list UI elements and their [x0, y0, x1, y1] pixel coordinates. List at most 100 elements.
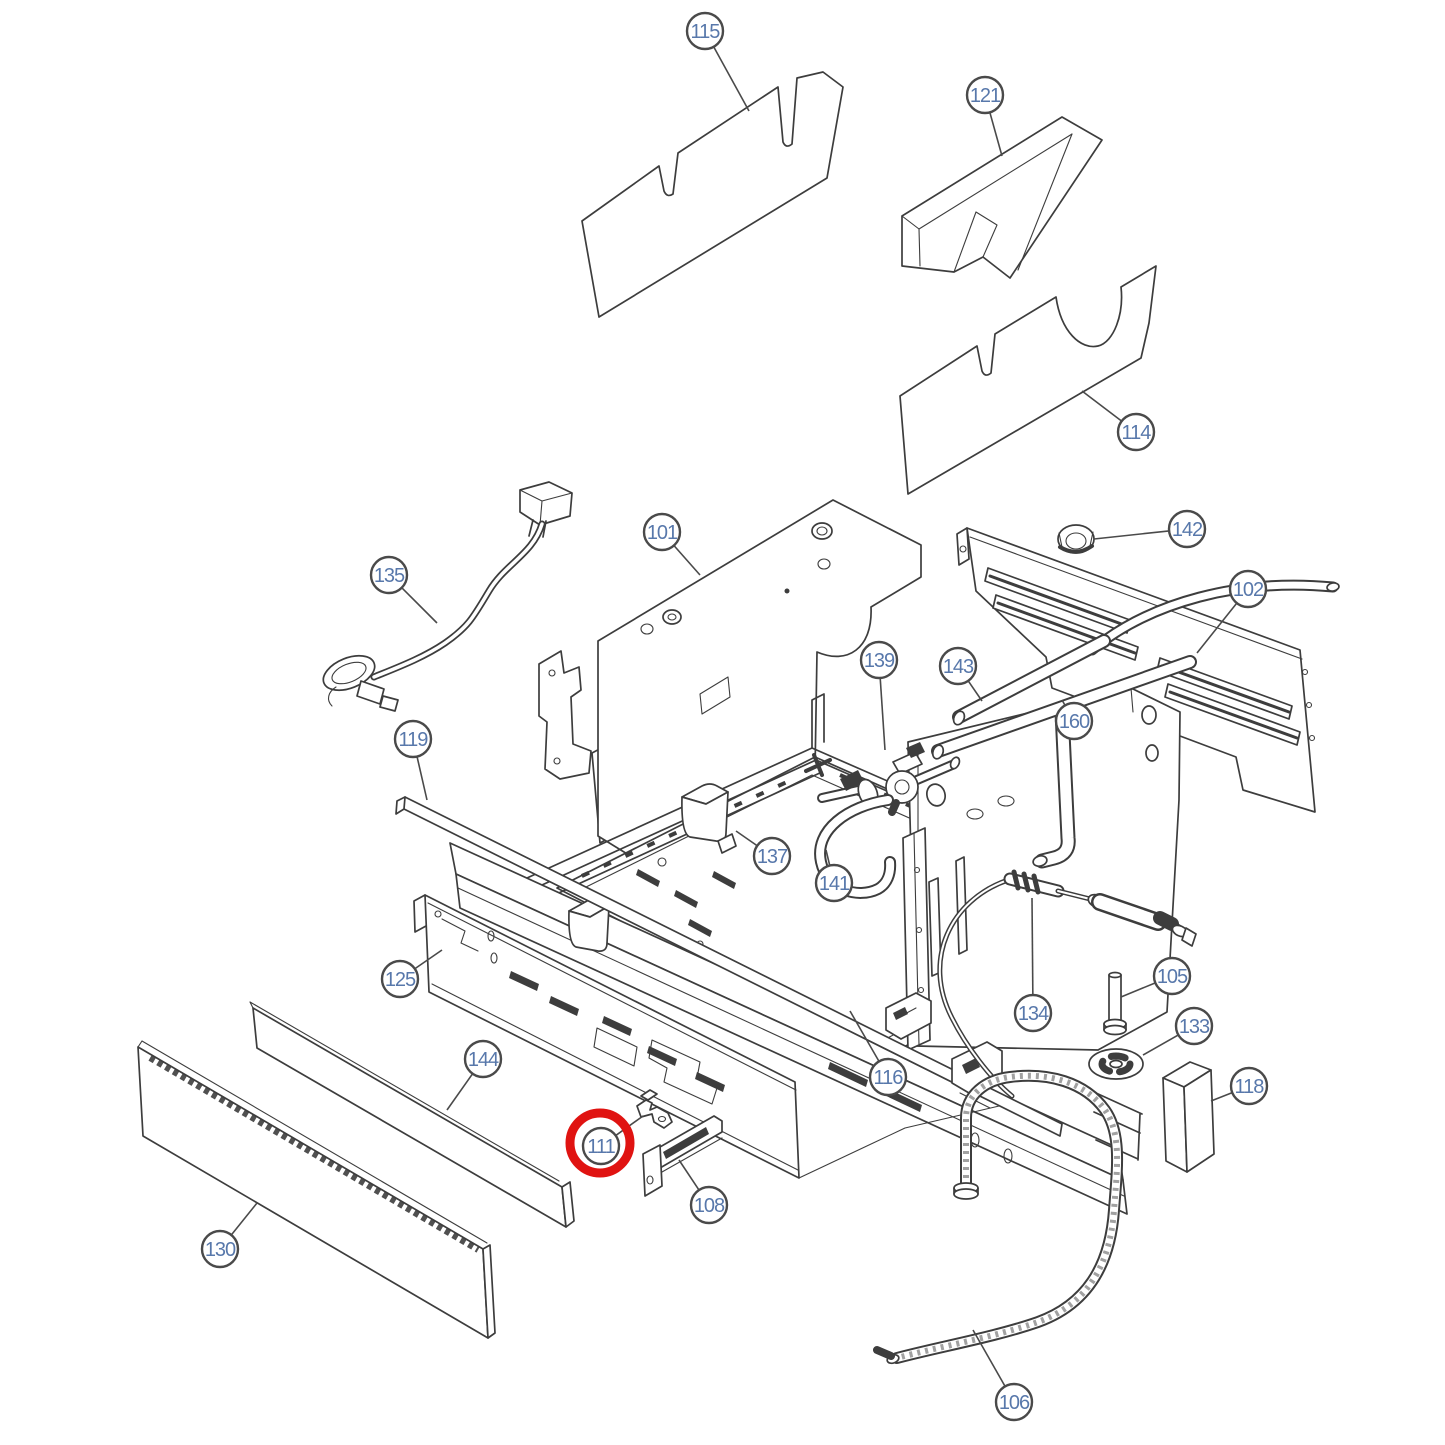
callout-number-106: 106: [999, 1392, 1030, 1414]
callout-number-144: 144: [468, 1049, 499, 1071]
callout-number-141: 141: [819, 873, 850, 895]
callout-number-160: 160: [1059, 711, 1090, 733]
callout-114: 114: [1081, 390, 1156, 452]
callout-141: 141: [814, 849, 854, 903]
callout-119: 119: [393, 719, 433, 801]
part-116-front-channel: [449, 842, 1143, 1215]
leader-line-139: [879, 677, 886, 751]
callout-circle-125: [380, 959, 420, 999]
callout-number-142: 142: [1172, 519, 1203, 541]
callout-137: 137: [735, 830, 792, 876]
leader-line-114: [1081, 390, 1123, 422]
callout-number-101: 101: [647, 522, 678, 544]
callout-circle-135: [369, 555, 409, 595]
callout-circle-119: [393, 719, 433, 759]
callout-number-114: 114: [1122, 422, 1152, 444]
callout-106: 106: [972, 1329, 1034, 1422]
callout-circle-118: [1229, 1066, 1269, 1106]
leader-line-142: [1093, 530, 1170, 540]
part-115-panel: [581, 71, 844, 318]
callout-139: 139: [859, 640, 899, 751]
leader-line-121: [989, 112, 1003, 157]
callout-circle-139: [859, 640, 899, 680]
callout-circle-134: [1013, 993, 1053, 1033]
callout-circle-144: [463, 1039, 503, 1079]
callout-number-134: 134: [1018, 1003, 1049, 1025]
part-137-box: [681, 783, 737, 854]
callout-circle-116: [868, 1057, 908, 1097]
callout-125: 125: [380, 949, 443, 999]
part-121-wedge: [901, 116, 1103, 279]
leader-line-144: [446, 1073, 474, 1111]
leader-line-135: [401, 587, 438, 624]
leader-line-134: [1031, 897, 1034, 996]
callout-circle-142: [1167, 509, 1207, 549]
callout-number-135: 135: [374, 565, 405, 587]
callout-101: 101: [642, 512, 701, 576]
leader-line-115: [712, 46, 750, 112]
part-102-panel: [956, 527, 1316, 813]
callout-circle-121: [965, 75, 1005, 115]
leader-line-102: [1196, 602, 1238, 654]
callout-circle-133: [1174, 1006, 1214, 1046]
callout-144: 144: [446, 1039, 503, 1111]
callout-number-133: 133: [1179, 1016, 1210, 1038]
right-side-wall: [902, 687, 1181, 1051]
leader-line-133: [1142, 1034, 1179, 1056]
highlight-ring-111: [565, 1108, 635, 1178]
callout-number-105: 105: [1157, 966, 1188, 988]
callout-number-139: 139: [864, 650, 895, 672]
callout-111: 111: [565, 1108, 644, 1178]
callout-number-108: 108: [694, 1195, 725, 1217]
callout-121: 121: [965, 75, 1005, 157]
callout-135: 135: [369, 555, 438, 624]
callout-circle-143: [938, 646, 978, 686]
callout-layer: 115 121 114 135 101 142 102 139 143 160 119 137 141 1…: [200, 11, 1269, 1422]
callout-circle-114: [1116, 412, 1156, 452]
callout-number-137: 137: [757, 846, 788, 868]
callout-116: 116: [849, 1010, 908, 1097]
part-101-plate: [597, 499, 922, 869]
callout-number-119: 119: [399, 729, 429, 751]
leader-line-101: [673, 544, 701, 576]
part-142-nut: [1057, 524, 1095, 554]
leader-line-105: [1120, 982, 1156, 998]
callout-number-116: 116: [874, 1067, 904, 1089]
part-118-block: [1162, 1061, 1215, 1173]
callout-circle-101: [642, 512, 682, 552]
callout-number-125: 125: [385, 969, 416, 991]
callout-circle-102: [1228, 569, 1268, 609]
callout-circle-105: [1152, 956, 1192, 996]
leader-line-137: [735, 830, 758, 847]
callout-number-130: 130: [205, 1239, 236, 1261]
callout-number-111: 111: [587, 1136, 615, 1158]
part-133-foot-pad: [1088, 1048, 1144, 1080]
part-111-clip: [636, 1089, 673, 1129]
callout-115: 115: [685, 11, 750, 112]
part-108-bracket: [642, 1115, 723, 1197]
leader-line-125: [414, 949, 443, 970]
callout-circle-108: [689, 1185, 729, 1225]
callout-number-121: 121: [970, 85, 1001, 107]
part-130-panel: [137, 1040, 496, 1339]
callout-circle-111: [581, 1126, 621, 1166]
callout-143: 143: [938, 646, 983, 702]
leader-line-118: [1210, 1091, 1233, 1102]
leader-line-116: [849, 1010, 880, 1062]
callout-circle-137: [752, 836, 792, 876]
part-134-assembly: [937, 869, 1197, 1099]
callout-number-102: 102: [1233, 579, 1264, 601]
callout-160: 160: [1054, 699, 1094, 741]
leader-line-108: [678, 1159, 700, 1191]
leader-line-119: [416, 756, 428, 801]
part-139-valve-assembly: [804, 742, 961, 816]
part-105-leveling-bolt: [1103, 971, 1127, 1036]
part-144-panel: [249, 1001, 575, 1228]
callout-circle-106: [994, 1382, 1034, 1422]
callout-105: 105: [1120, 956, 1192, 998]
leader-line-106: [972, 1329, 1006, 1387]
callout-number-143: 143: [943, 656, 974, 678]
callout-circle-160: [1054, 701, 1094, 741]
callout-118: 118: [1210, 1066, 1269, 1106]
